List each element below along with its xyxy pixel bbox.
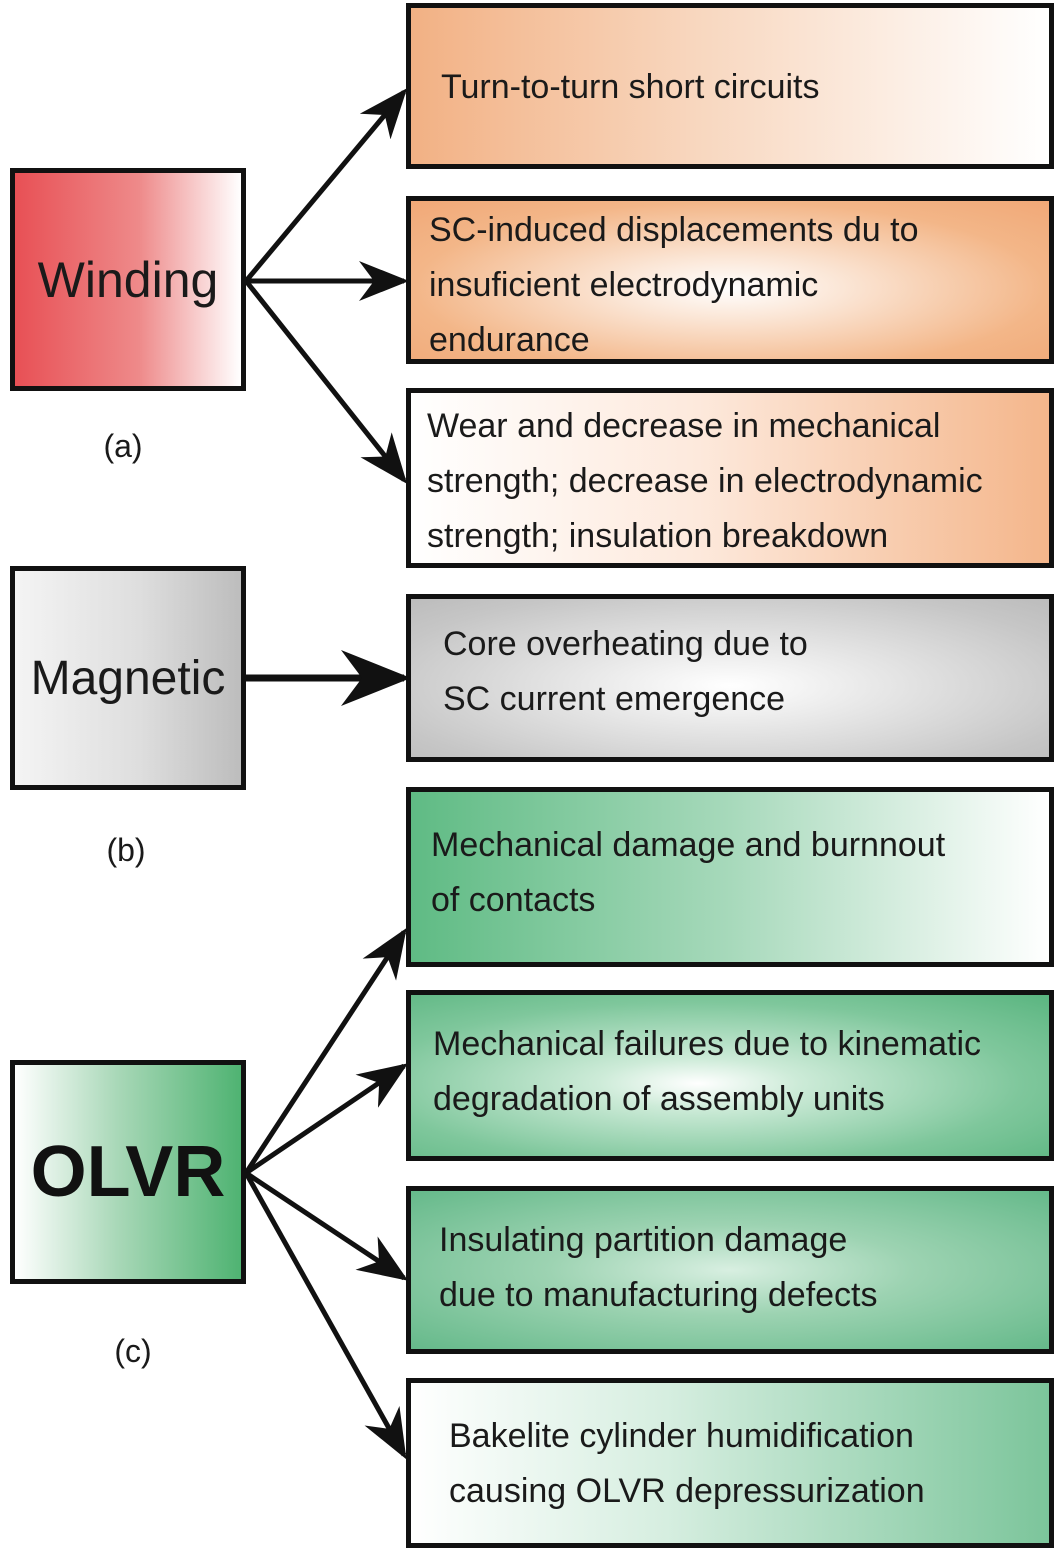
winding-item-3-line-1: Wear and decrease in mechanical (427, 407, 941, 445)
magnetic-item-1-line-1: Core overheating due to (443, 625, 808, 663)
winding-item-2-line-1: SC-induced displacements du to (429, 211, 919, 249)
olvr-item-4-line-1: Bakelite cylinder humidification (449, 1417, 914, 1455)
winding-node: Winding (10, 168, 246, 391)
winding-label: Winding (37, 251, 219, 308)
winding-item-1: Turn-to-turn short circuits (406, 3, 1054, 169)
caption-c: (c) (114, 1333, 152, 1369)
winding-item-1-line-1: Turn-to-turn short circuits (441, 68, 820, 106)
olvr-item-3-line-1: Insulating partition damage (439, 1221, 848, 1259)
magnetic-node: Magnetic (10, 566, 246, 790)
arrow-olvr-4 (243, 1171, 407, 1460)
olvr-item-1-line-1: Mechanical damage and burnnout (431, 826, 946, 864)
winding-item-3-line-2: strength; decrease in electrodynamic (427, 462, 983, 500)
arrow-olvr-2 (244, 1063, 409, 1176)
olvr-item-2: Mechanical failures due to kinematic deg… (406, 990, 1054, 1161)
caption-b: (b) (106, 832, 146, 868)
magnetic-item-1: Core overheating due to SC current emerg… (406, 594, 1054, 762)
olvr-item-2-line-1: Mechanical failures due to kinematic (433, 1025, 982, 1063)
arrow-winding-1 (244, 88, 408, 283)
magnetic-item-1-line-2: SC current emergence (443, 680, 786, 718)
olvr-item-3-line-2: due to manufacturing defects (439, 1276, 878, 1314)
olvr-node: OLVR (10, 1060, 246, 1284)
arrow-olvr-3 (244, 1170, 409, 1281)
winding-item-2: SC-induced displacements du to insuficie… (406, 196, 1054, 364)
olvr-label: OLVR (30, 1132, 226, 1212)
olvr-item-2-line-2: degradation of assembly units (433, 1080, 885, 1118)
arrow-olvr-1 (243, 927, 407, 1175)
olvr-item-3: Insulating partition damage due to manuf… (406, 1186, 1054, 1354)
winding-item-2-line-2: insuficient electrodynamic (429, 266, 819, 304)
winding-item-2-line-3: endurance (429, 321, 590, 359)
magnetic-label: Magnetic (30, 651, 226, 705)
olvr-item-1: Mechanical damage and burnnout of contac… (406, 787, 1054, 967)
caption-a: (a) (103, 428, 143, 464)
winding-item-3-line-3: strength; insulation breakdown (427, 517, 889, 555)
arrow-winding-3 (244, 279, 408, 484)
olvr-item-1-line-2: of contacts (431, 881, 596, 919)
olvr-item-4-line-2: causing OLVR depressurization (449, 1472, 925, 1510)
olvr-item-4: Bakelite cylinder humidification causing… (406, 1378, 1054, 1548)
winding-item-3: Wear and decrease in mechanical strength… (406, 388, 1054, 568)
